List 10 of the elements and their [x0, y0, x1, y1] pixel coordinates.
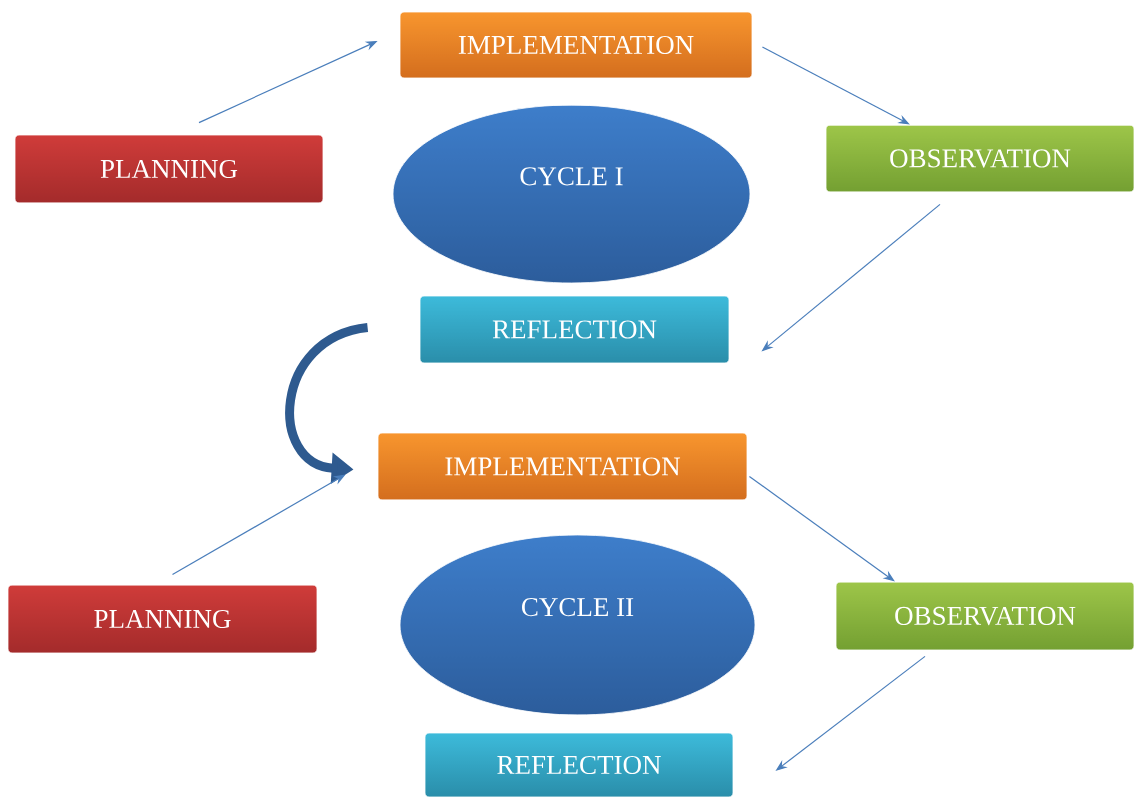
arrow — [761, 46, 910, 125]
step-box: OBSERVATION — [835, 581, 1135, 651]
step-box: PLANNING — [7, 584, 318, 654]
step-box: IMPLEMENTATION — [377, 432, 748, 501]
arrow — [748, 475, 895, 582]
step-box: IMPLEMENTATION — [399, 11, 753, 79]
step-box: REFLECTION — [424, 732, 734, 798]
step-box: OBSERVATION — [825, 124, 1135, 193]
step-box: REFLECTION — [419, 295, 730, 364]
step-box: PLANNING — [14, 134, 324, 204]
